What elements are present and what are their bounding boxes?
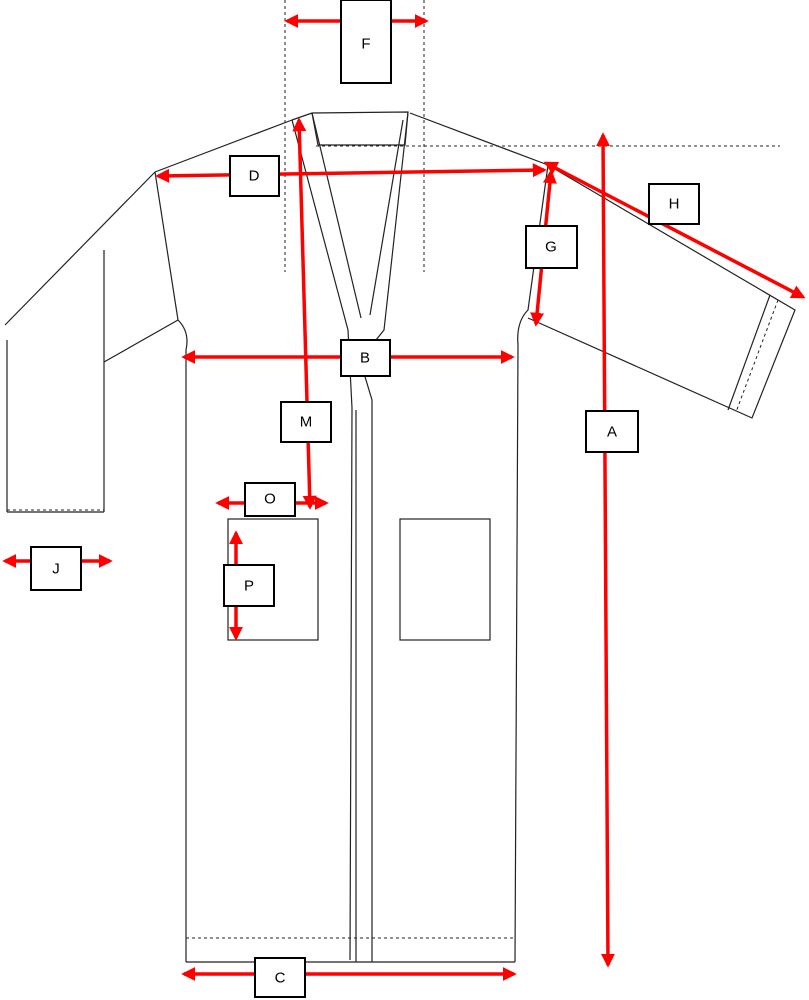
neckline-left-outer <box>291 112 313 121</box>
sleeve-right-cuff <box>727 294 771 411</box>
body-left-side <box>154 171 188 962</box>
lapel-left-inner <box>311 112 362 319</box>
label-o: O <box>244 482 296 517</box>
arrow-d <box>155 163 547 183</box>
body-right-side <box>514 164 549 963</box>
arrow-m <box>292 117 317 510</box>
label-b: B <box>340 339 391 377</box>
label-p-text: P <box>244 578 254 595</box>
label-b-text: B <box>360 350 370 367</box>
label-m-text: M <box>300 414 313 431</box>
arrow-h <box>543 161 806 299</box>
pocket-right <box>399 518 491 641</box>
sleeve-left <box>4 171 179 513</box>
label-m: M <box>280 401 332 443</box>
sleeve-right-cuff-stitch <box>735 299 779 413</box>
label-h: H <box>648 183 700 225</box>
label-a: A <box>585 410 639 453</box>
label-h-text: H <box>669 196 680 213</box>
label-g: G <box>525 225 578 269</box>
collar-band <box>311 111 409 146</box>
lapel-right-inner <box>369 119 404 316</box>
label-g-text: G <box>545 239 557 256</box>
label-f: F <box>340 0 392 84</box>
robe-outline <box>4 111 796 963</box>
label-o-text: O <box>264 491 276 508</box>
guide-lines <box>284 0 780 272</box>
lapel-right <box>359 111 409 361</box>
label-d-text: D <box>249 168 260 185</box>
arrow-a <box>596 132 615 968</box>
label-boxes: A B C D F G H J <box>30 0 700 998</box>
label-c: C <box>254 957 306 998</box>
label-f-text: F <box>361 36 370 53</box>
label-a-text: A <box>607 424 617 441</box>
label-d: D <box>229 155 280 197</box>
front-placket-right <box>359 359 373 962</box>
label-p: P <box>223 564 275 607</box>
label-j: J <box>30 546 82 591</box>
measurement-arrows <box>2 13 806 981</box>
shoulder-right <box>409 112 549 166</box>
label-c-text: C <box>275 970 286 987</box>
label-j-text: J <box>52 561 60 578</box>
